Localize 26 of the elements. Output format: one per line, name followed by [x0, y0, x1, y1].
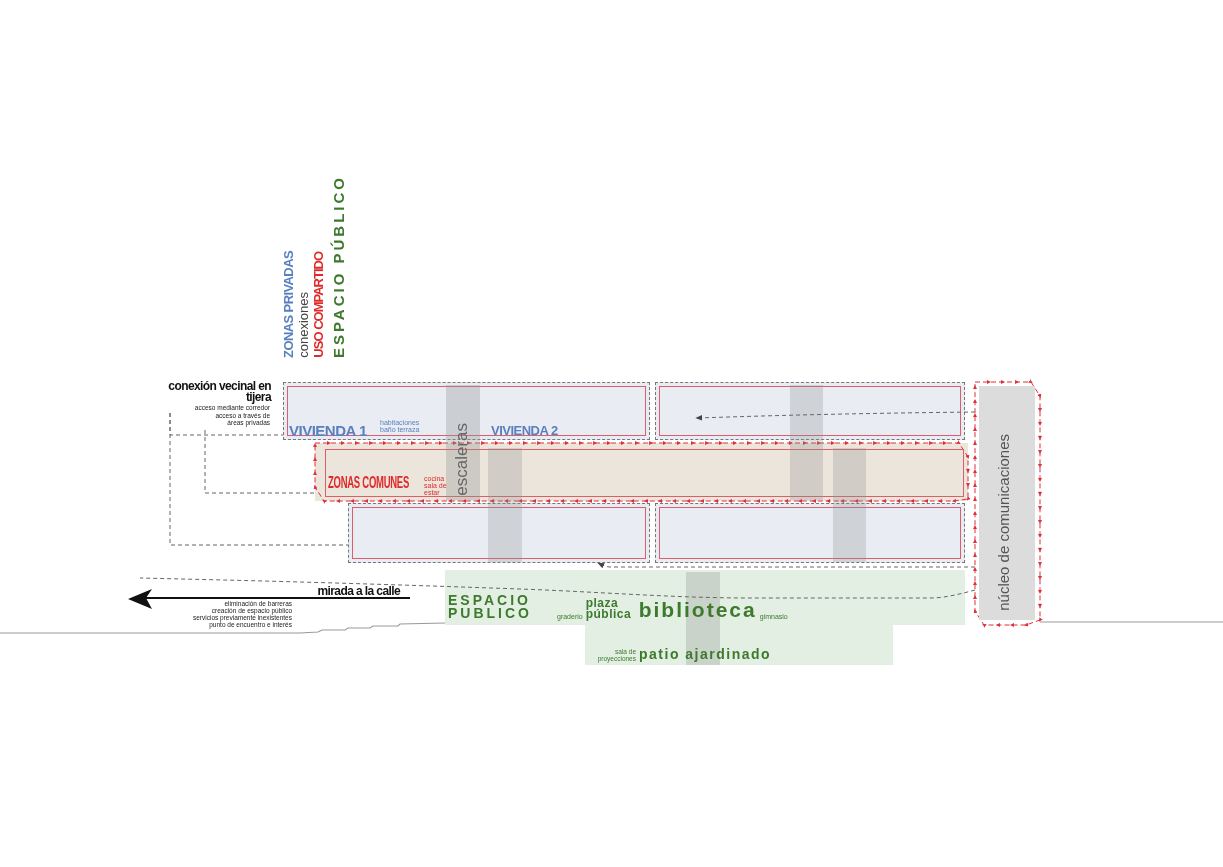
zone-title: VIVIENDA 2	[491, 423, 558, 438]
leader-line	[169, 412, 349, 546]
public-space-zone	[445, 570, 965, 625]
space-label: biblioteca	[638, 600, 757, 620]
dwelling-zone	[655, 503, 965, 563]
vertical-heading: USO COMPARTIDO	[311, 252, 326, 358]
garden-zone	[585, 625, 893, 665]
dashed-arrow	[597, 562, 976, 569]
stair-strip	[446, 385, 480, 500]
core-label: núcleo de comunicaciones	[995, 434, 1012, 611]
vertical-heading: ESPACIO PÚBLICO	[330, 174, 347, 358]
heading: mirada a la calle	[317, 584, 400, 598]
vertical-heading: ZONAS PRIVADAS	[281, 251, 296, 358]
leader-line	[139, 577, 976, 599]
circulation-core	[975, 382, 1040, 625]
heading: conexión vecinal en tijera	[167, 381, 271, 403]
dwelling-zone	[655, 382, 965, 440]
zone-title: VIVIENDA 1	[289, 422, 367, 439]
dashed-arrow	[695, 411, 976, 421]
leader-line	[204, 429, 316, 494]
vertical-heading: conexiones	[296, 292, 311, 358]
space-label: plaza pública	[585, 598, 633, 620]
zone-title: ZONAS COMUNES	[328, 473, 409, 493]
dwelling-zone	[348, 503, 650, 563]
space-label: patio ajardinado	[639, 647, 772, 662]
stair-label: escaleras	[452, 423, 472, 496]
